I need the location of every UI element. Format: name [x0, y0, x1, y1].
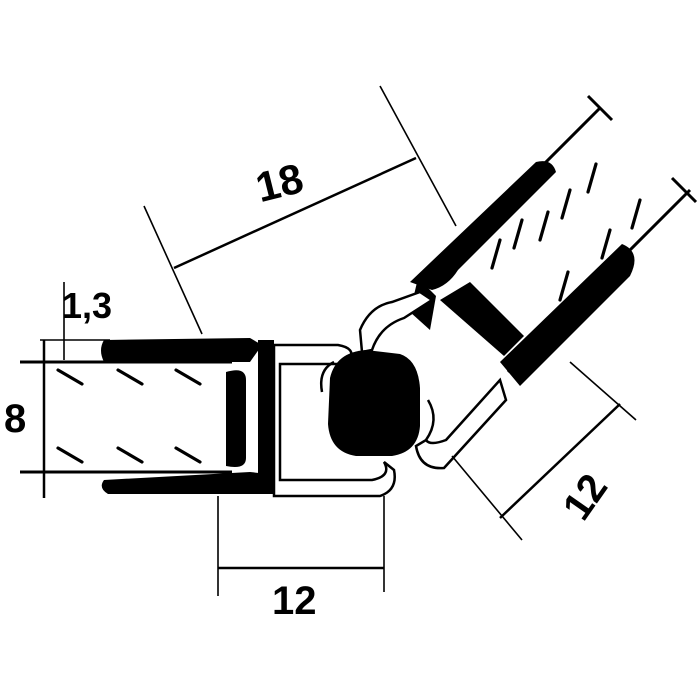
right-seal-profile — [358, 161, 635, 470]
thickness-label: 1,3 — [62, 285, 112, 326]
glass-height-label: 8 — [4, 397, 26, 441]
right-width-label: 12 — [555, 466, 617, 528]
dimension-right-width: 12 — [451, 361, 637, 541]
dimension-left-width: 12 — [217, 496, 385, 623]
top-length-label: 18 — [251, 154, 308, 211]
dimension-glass-height: 8 — [4, 340, 46, 498]
dimension-thickness: 1,3 — [40, 282, 112, 363]
hinge-bead — [320, 350, 435, 456]
left-seal-profile — [101, 338, 396, 498]
dimension-top-length: 18 — [143, 85, 457, 335]
left-width-label: 12 — [272, 579, 317, 623]
left-glass-panel — [20, 360, 232, 474]
